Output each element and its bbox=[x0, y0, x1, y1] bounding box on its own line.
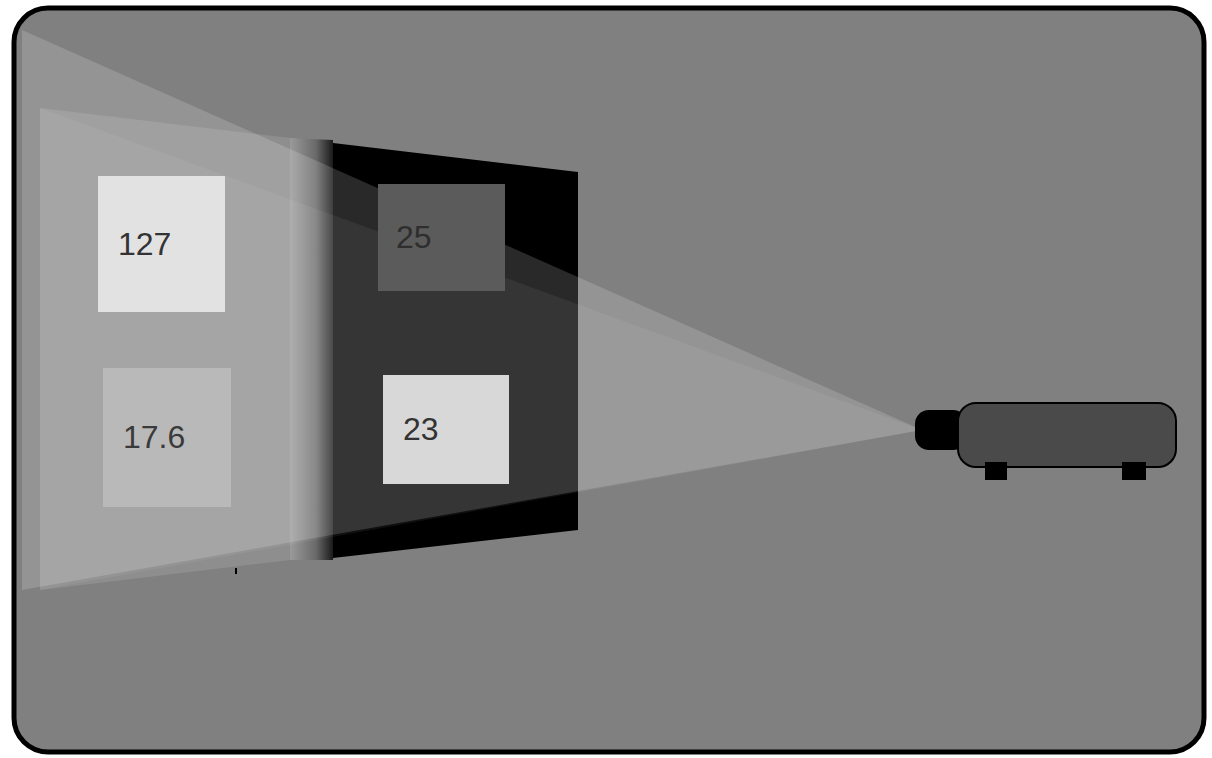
color-patch: 127 bbox=[98, 176, 225, 312]
projector-body bbox=[958, 403, 1176, 467]
patch-value: 127 bbox=[118, 226, 171, 263]
color-patch: 23 bbox=[383, 375, 509, 484]
patch-value: 17.6 bbox=[123, 419, 185, 456]
projector-foot bbox=[985, 462, 1007, 480]
projector-foot bbox=[1122, 462, 1146, 480]
color-patch: 17.6 bbox=[103, 368, 231, 507]
projector-beam bbox=[22, 30, 922, 590]
tick-mark bbox=[235, 568, 237, 574]
patch-value: 23 bbox=[403, 411, 439, 448]
beam-core bbox=[40, 108, 922, 590]
background-frame bbox=[14, 8, 1204, 752]
color-patch: 25 bbox=[378, 184, 505, 291]
patch-value: 25 bbox=[396, 219, 432, 256]
